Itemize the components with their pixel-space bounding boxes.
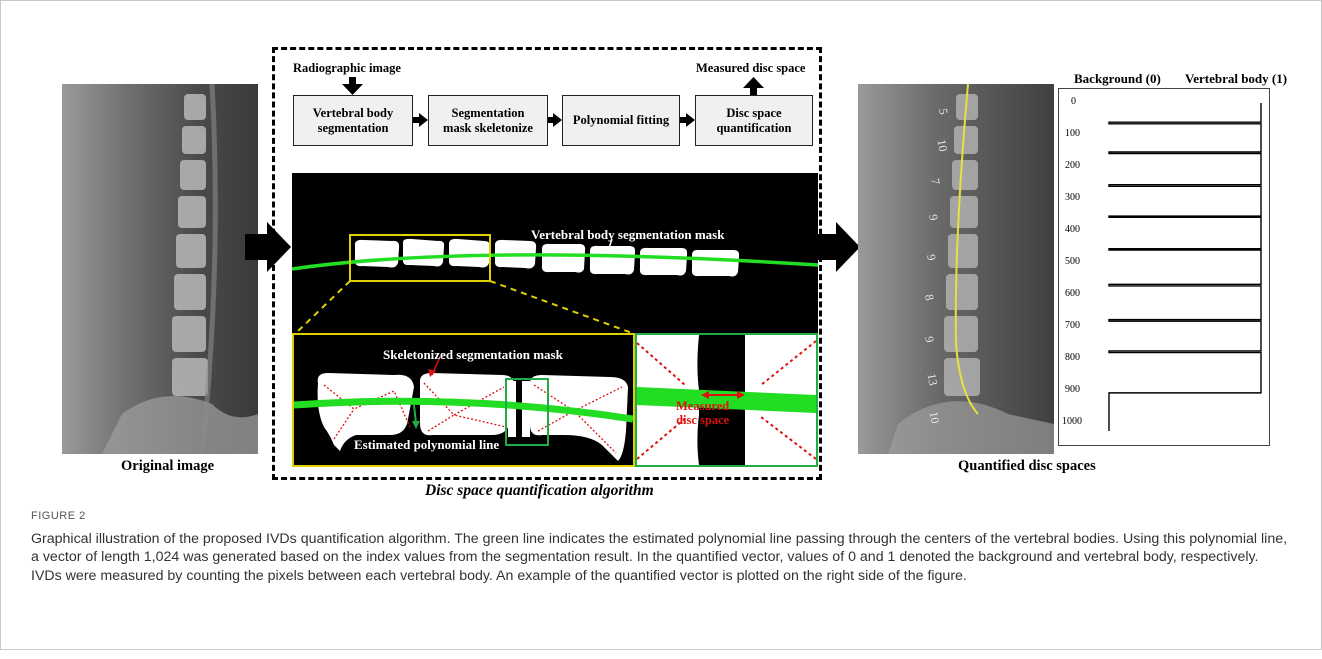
y-tick-label: 200 <box>1065 160 1080 171</box>
disc-number: 9 <box>925 213 941 222</box>
xray-number-layer: 5 10 7 9 9 8 9 13 10 <box>858 84 1054 454</box>
pipeline-box-segmentation: Vertebral body segmentation <box>293 95 413 146</box>
pipeline-box-skeletonize: Segmentation mask skeletonize <box>428 95 548 146</box>
frame-top <box>0 0 1322 1</box>
pipeline-arrow-2-icon <box>548 113 562 127</box>
skeletonized-label: Skeletonized segmentation mask <box>383 347 563 363</box>
vertebral-mask-label: Vertebral body segmentation mask <box>531 227 724 243</box>
measured-disc-zoom-label: Measured disc space <box>676 399 729 427</box>
y-tick-label: 600 <box>1065 288 1080 299</box>
original-image-label: Original image <box>121 458 214 475</box>
quantified-vector-line <box>1109 103 1261 431</box>
algorithm-title: Disc space quantification algorithm <box>425 482 654 500</box>
estimated-line-label: Estimated polynomial line <box>354 437 499 453</box>
y-tick-label: 0 <box>1071 96 1076 107</box>
y-tick-label: 700 <box>1065 320 1080 331</box>
y-tick-label: 100 <box>1065 128 1080 139</box>
segmentation-mask-panel <box>292 173 818 333</box>
disc-number: 10 <box>926 410 943 424</box>
y-tick-label: 300 <box>1065 192 1080 203</box>
up-arrow-shaft <box>750 87 757 95</box>
pipeline-arrow-3-icon <box>680 113 695 127</box>
pipeline-box-disc-quantification: Disc space quantification <box>695 95 813 146</box>
y-tick-label: 500 <box>1065 256 1080 267</box>
y-tick-layer: 0 100 200 300 400 500 600 700 800 900 1000 <box>1058 88 1098 446</box>
y-tick-label: 900 <box>1065 384 1080 395</box>
pipeline-box-polynomial-fitting: Polynomial fitting <box>562 95 680 146</box>
disc-number: 7 <box>927 177 943 186</box>
down-arrow-icon <box>342 84 363 95</box>
frame-left <box>0 0 1 650</box>
pipeline-arrow-1-icon <box>413 113 428 127</box>
disc-number: 10 <box>934 138 951 152</box>
disc-number: 13 <box>924 372 941 386</box>
figure-label: FIGURE 2 <box>31 510 86 522</box>
quantified-disc-spaces-label: Quantified disc spaces <box>958 458 1096 475</box>
figure-caption: Graphical illustration of the proposed I… <box>31 530 1291 585</box>
disc-number: 9 <box>921 335 937 344</box>
y-tick-label: 800 <box>1065 352 1080 363</box>
measured-disc-space-label: Measured disc space <box>696 61 806 76</box>
radiographic-image-label: Radiographic image <box>293 61 401 76</box>
y-tick-label: 1000 <box>1062 416 1082 427</box>
disc-number: 9 <box>923 253 939 262</box>
y-tick-label: 400 <box>1065 224 1080 235</box>
plot-header-vertebral: Vertebral body (1) <box>1185 71 1287 87</box>
disc-number: 8 <box>921 293 937 302</box>
plot-header-background: Background (0) <box>1074 71 1161 87</box>
frame-bottom <box>0 649 1322 650</box>
disc-number: 5 <box>935 107 951 116</box>
original-xray-image <box>62 84 258 454</box>
